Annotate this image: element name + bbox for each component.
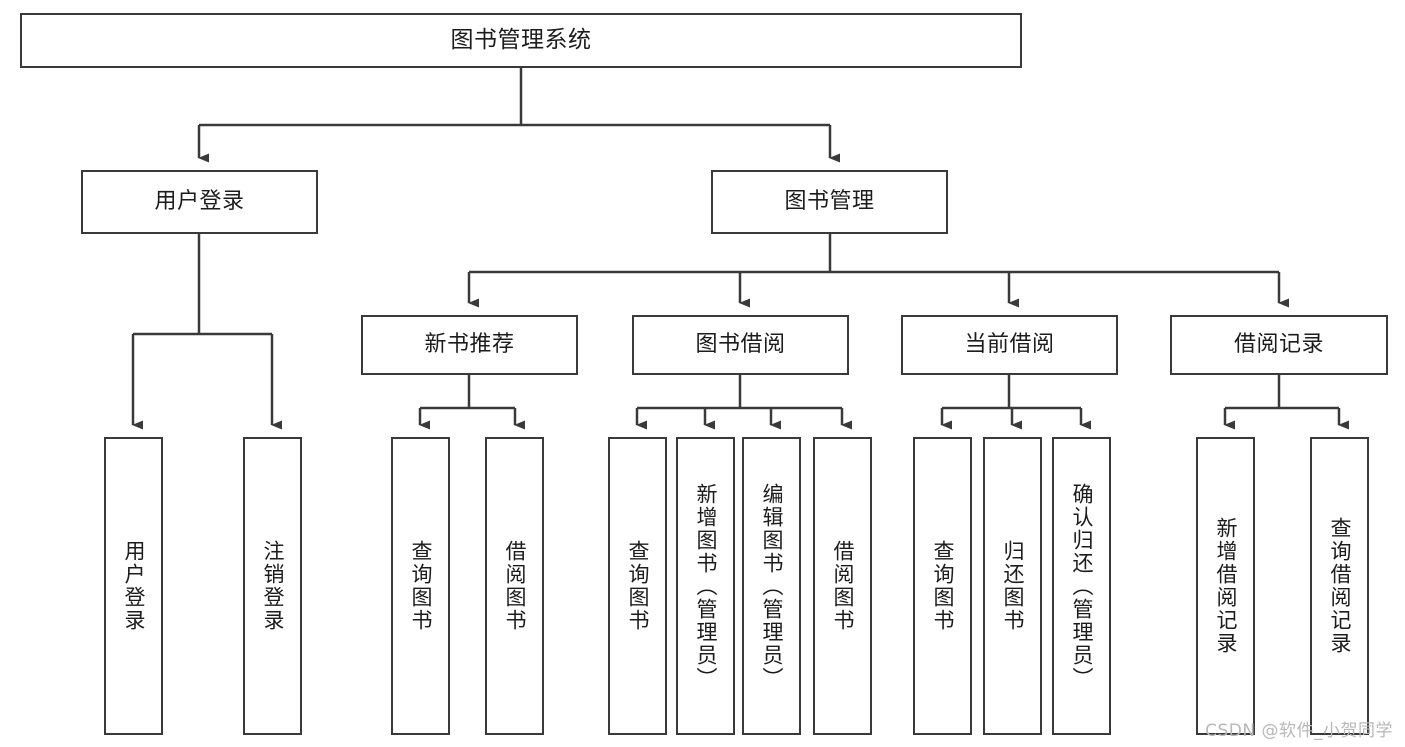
node-new-book-recommend[interactable]: 新书推荐 xyxy=(361,315,578,375)
node-borrow-record-label: 借阅记录 xyxy=(1233,332,1324,358)
node-root-label: 图书管理系统 xyxy=(450,26,592,53)
node-leaf-borrow-book-2[interactable]: 借阅图书 xyxy=(813,437,872,735)
node-leaf-edit-book[interactable]: 编辑图书（管理员） xyxy=(742,437,801,735)
node-leaf-query-book-2-label: 查询图书 xyxy=(626,540,650,632)
node-leaf-confirm-return-label: 确认归还（管理员） xyxy=(1070,482,1094,690)
node-leaf-query-borrow-record[interactable]: 查询借阅记录 xyxy=(1310,437,1369,735)
node-book-management-label: 图书管理 xyxy=(784,189,875,215)
node-book-management[interactable]: 图书管理 xyxy=(711,170,948,234)
node-leaf-edit-book-label: 编辑图书（管理员） xyxy=(760,482,784,690)
node-leaf-user-login[interactable]: 用户登录 xyxy=(104,437,163,735)
node-user-login-label: 用户登录 xyxy=(154,189,245,215)
node-leaf-confirm-return[interactable]: 确认归还（管理员） xyxy=(1052,437,1111,735)
node-leaf-borrow-book-2-label: 借阅图书 xyxy=(831,540,855,632)
node-leaf-query-borrow-record-label: 查询借阅记录 xyxy=(1328,517,1352,655)
node-current-borrow-label: 当前借阅 xyxy=(964,332,1055,358)
node-leaf-borrow-book-1-label: 借阅图书 xyxy=(503,540,527,632)
node-current-borrow[interactable]: 当前借阅 xyxy=(901,315,1118,375)
node-leaf-add-borrow-record[interactable]: 新增借阅记录 xyxy=(1196,437,1255,735)
node-leaf-user-login-label: 用户登录 xyxy=(122,540,146,632)
node-leaf-logout-login[interactable]: 注销登录 xyxy=(243,437,302,735)
node-root[interactable]: 图书管理系统 xyxy=(20,13,1022,68)
node-new-book-recommend-label: 新书推荐 xyxy=(424,332,515,358)
node-leaf-return-book-label: 归还图书 xyxy=(1001,540,1025,632)
node-leaf-return-book[interactable]: 归还图书 xyxy=(983,437,1042,735)
watermark: CSDN @软件_小贺同学 xyxy=(1205,721,1393,741)
node-leaf-logout-login-label: 注销登录 xyxy=(261,540,285,632)
node-leaf-query-book-1[interactable]: 查询图书 xyxy=(391,437,450,735)
node-leaf-query-book-3[interactable]: 查询图书 xyxy=(913,437,972,735)
node-leaf-add-book-label: 新增图书（管理员） xyxy=(694,482,718,690)
node-user-login[interactable]: 用户登录 xyxy=(81,170,318,234)
node-leaf-query-book-3-label: 查询图书 xyxy=(931,540,955,632)
node-leaf-add-borrow-record-label: 新增借阅记录 xyxy=(1214,517,1238,655)
node-leaf-add-book[interactable]: 新增图书（管理员） xyxy=(676,437,735,735)
node-leaf-query-book-2[interactable]: 查询图书 xyxy=(608,437,667,735)
node-book-borrow-label: 图书借阅 xyxy=(695,332,786,358)
node-leaf-query-book-1-label: 查询图书 xyxy=(409,540,433,632)
node-leaf-borrow-book-1[interactable]: 借阅图书 xyxy=(485,437,544,735)
node-borrow-record[interactable]: 借阅记录 xyxy=(1170,315,1388,375)
node-book-borrow[interactable]: 图书借阅 xyxy=(632,315,849,375)
